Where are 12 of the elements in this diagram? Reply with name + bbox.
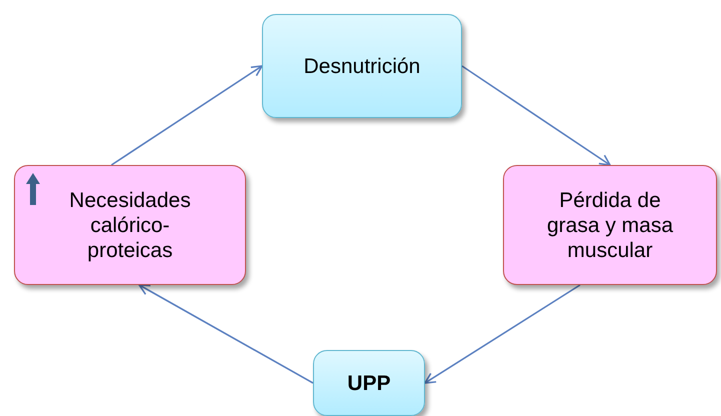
process-box: [14, 165, 246, 285]
arrow: [138, 284, 314, 384]
process-box: [313, 350, 425, 416]
node-label: UPP: [347, 370, 391, 396]
node-label: Desnutrición: [304, 54, 420, 78]
arrow: [462, 65, 611, 166]
arrow: [111, 65, 263, 166]
node-label: Necesidades calórico-proteicas: [68, 188, 192, 262]
arrow: [424, 284, 580, 384]
node-label: Pérdida de grasa y masa muscular: [546, 188, 674, 262]
process-box: [503, 165, 717, 285]
process-box: [262, 14, 462, 118]
